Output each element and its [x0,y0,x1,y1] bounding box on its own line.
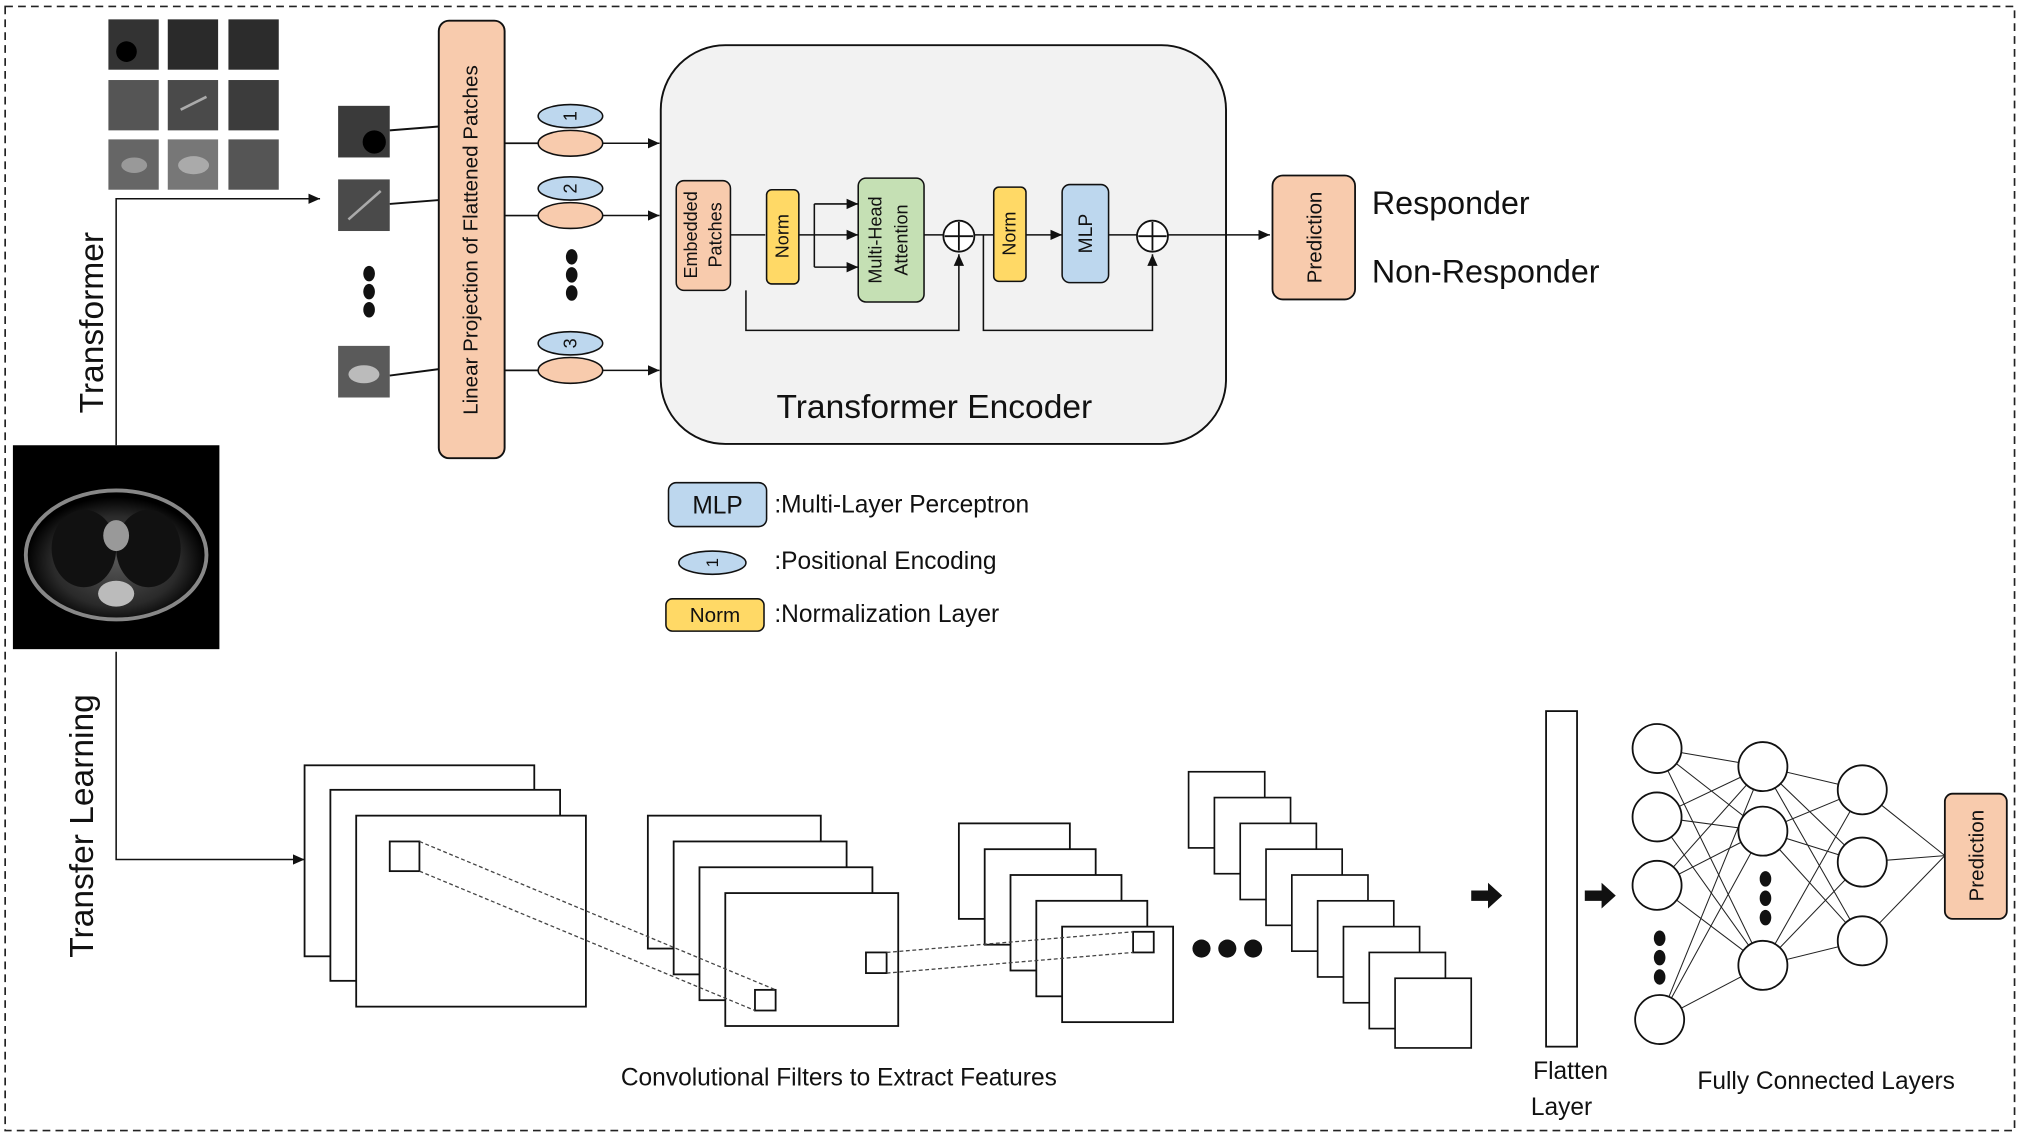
fc-layer-1-neurons [1631,723,1686,1045]
flatten-layer-box [1545,710,1578,1048]
patch-3 [338,345,390,398]
flatten-label-line2: Layer [1531,1094,1592,1121]
residual-add-2 [1136,219,1169,253]
legend-positional-ellipse [678,550,747,576]
flatten-label-line1: Flatten [1533,1058,1608,1085]
token-3: 3 [537,330,604,385]
fc-layer-2-ellipsis [1759,871,1772,926]
embedded-patches-label-line1: Embedded [681,191,701,278]
output-non-responder: Non-Responder [1372,254,1600,290]
cnn-prediction-box [1943,792,2008,920]
feature-maps-stage-1 [303,764,587,1008]
norm2-label: Norm [1000,212,1020,256]
input-ct-image [12,445,220,650]
to-flatten-arrow [1471,882,1503,909]
multi-head-attention-box [857,177,925,303]
filter-projection-lines [419,840,1134,1012]
fc-connections [1656,748,1946,1021]
mlp-box [1061,183,1110,284]
patch-connector [389,125,439,132]
token-ellipsis [565,249,578,301]
feature-maps-stage-4 [1187,770,1473,1049]
embedded-patches-label-line2: Patches [705,202,725,267]
transformer-branch-connector [115,193,321,446]
patch-1 [338,105,390,158]
patch-connector [389,368,439,377]
residual-add-1 [942,219,976,253]
patch-ellipsis [363,265,375,318]
fc-layer-1-ellipsis [1653,930,1666,985]
residual-skip-1 [745,254,965,332]
linear-projection-label: Linear Projection of Flattened Patches [460,65,483,415]
residual-skip-2 [982,234,1158,332]
positional-encoding-2-label: 2 [560,183,580,193]
transformer-branch-label: Transformer [74,232,111,413]
transformer-encoder-title: Transformer Encoder [777,389,1093,426]
token-2: 2 [537,176,604,230]
legend-positional-label: 1 [703,558,722,567]
patch-2 [338,179,390,232]
transformer-prediction-box [1271,174,1356,301]
legend-mlp-desc: :Multi-Layer Perceptron [774,491,1029,518]
legend-mlp-box-label: MLP [692,493,742,520]
norm1-label: Norm [773,214,793,258]
outer-dashed-frame [4,5,2016,1132]
positional-encoding-3-label: 3 [560,338,580,348]
norm1-box [765,188,800,285]
stage-ellipsis [1192,939,1263,958]
feature-maps-stage-2 [646,814,900,1027]
cnn-prediction-label: Prediction [1966,810,1989,902]
legend-mlp-box [667,481,768,528]
fc-layer-2-neurons [1737,741,1789,991]
transfer-branch-connector [115,651,305,865]
legend-norm-box-label: Norm [690,604,740,627]
mha-label-line2: Attention [891,204,911,275]
transformer-encoder-box [659,44,1227,445]
legend-norm-box [665,598,765,632]
token-1: 1 [537,103,604,157]
patch-connector [389,199,439,205]
transfer-learning-branch-label: Transfer Learning [64,694,101,958]
legend-norm-desc: :Normalization Layer [774,601,999,628]
feature-maps-stage-3 [957,822,1175,1024]
legend-positional-desc: :Positional Encoding [774,548,996,575]
positional-encoding-1-label: 1 [560,111,580,121]
linear-projection-box [437,19,506,460]
conv-filters-label: Convolutional Filters to Extract Feature… [621,1064,1057,1091]
mlp-label: MLP [1075,214,1097,254]
fc-layer-3-neurons [1836,764,1888,967]
mha-label-line1: Multi-Head [865,196,885,283]
to-fc-arrow [1584,882,1616,909]
output-responder: Responder [1372,185,1530,221]
fc-layers-label: Fully Connected Layers [1697,1068,1955,1095]
image-patch-grid [108,19,279,190]
transformer-prediction-label: Prediction [1304,192,1327,284]
